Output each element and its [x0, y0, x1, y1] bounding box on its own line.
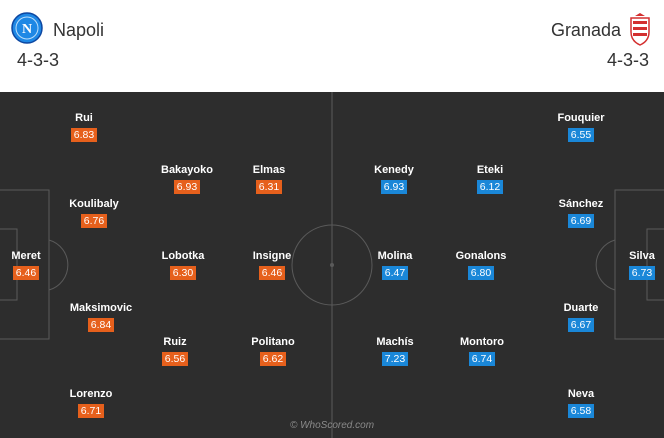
player-lorenzo[interactable]: Lorenzo 6.71	[51, 388, 131, 419]
player-rating: 6.67	[567, 318, 595, 332]
svg-text:N: N	[22, 22, 32, 37]
player-machis[interactable]: Machís 7.23	[355, 336, 435, 367]
player-name: Bakayoko	[161, 164, 213, 176]
player-name: Fouquier	[557, 112, 605, 124]
player-name: Lorenzo	[69, 388, 113, 400]
player-name: Sánchez	[558, 198, 604, 210]
player-rating: 6.58	[567, 404, 595, 418]
player-rating: 6.55	[567, 128, 595, 142]
player-rating: 6.73	[628, 266, 656, 280]
player-name: Kenedy	[374, 164, 414, 176]
home-formation: 4-3-3	[17, 50, 60, 70]
player-name: Montoro	[460, 336, 504, 348]
player-rating: 6.47	[381, 266, 409, 280]
player-rating: 6.74	[468, 352, 496, 366]
home-team-name[interactable]: Napoli	[53, 20, 105, 40]
granada-crest-icon[interactable]	[628, 12, 652, 46]
player-rating: 6.62	[259, 352, 287, 366]
player-name: Koulibaly	[69, 198, 119, 210]
player-silva[interactable]: Silva 6.73	[602, 250, 664, 281]
player-maksimovic[interactable]: Maksimovic 6.84	[61, 302, 141, 333]
player-insigne[interactable]: Insigne 6.46	[232, 250, 312, 281]
player-rating: 6.69	[567, 214, 595, 228]
player-name: Politano	[251, 336, 295, 348]
player-elmas[interactable]: Elmas 6.31	[229, 164, 309, 195]
pitch-markings	[0, 92, 664, 438]
player-kenedy[interactable]: Kenedy 6.93	[354, 164, 434, 195]
player-name: Machís	[376, 336, 414, 348]
player-koulibaly[interactable]: Koulibaly 6.76	[54, 198, 134, 229]
player-neva[interactable]: Neva 6.58	[541, 388, 621, 419]
player-rating: 6.84	[87, 318, 115, 332]
player-name: Insigne	[252, 250, 292, 262]
player-rui[interactable]: Rui 6.83	[44, 112, 124, 143]
player-duarte[interactable]: Duarte 6.67	[541, 302, 621, 333]
player-name: Lobotka	[161, 250, 205, 262]
player-rating: 6.83	[70, 128, 98, 142]
player-bakayoko[interactable]: Bakayoko 6.93	[147, 164, 227, 195]
player-rating: 7.23	[381, 352, 409, 366]
pitch: Rui 6.83 Koulibaly 6.76 Meret 6.46 Maksi…	[0, 92, 664, 438]
player-gonalons[interactable]: Gonalons 6.80	[441, 250, 521, 281]
player-name: Duarte	[563, 302, 599, 314]
player-rating: 6.76	[80, 214, 108, 228]
player-eteki[interactable]: Eteki 6.12	[450, 164, 530, 195]
player-name: Meret	[11, 250, 41, 262]
player-name: Elmas	[252, 164, 286, 176]
away-team-name[interactable]: Granada	[550, 20, 621, 40]
player-name: Silva	[629, 250, 655, 262]
match-header: N Napoli 4-3-3 Granada 4-3-3	[0, 0, 664, 92]
player-molina[interactable]: Molina 6.47	[355, 250, 435, 281]
player-name: Ruiz	[163, 336, 187, 348]
player-rating: 6.46	[258, 266, 286, 280]
player-rating: 6.30	[169, 266, 197, 280]
player-rating: 6.56	[161, 352, 189, 366]
watermark: © WhoScored.com	[289, 420, 375, 431]
player-fouquier[interactable]: Fouquier 6.55	[541, 112, 621, 143]
player-name: Molina	[377, 250, 413, 262]
player-ruiz[interactable]: Ruiz 6.56	[135, 336, 215, 367]
player-lobotka[interactable]: Lobotka 6.30	[143, 250, 223, 281]
player-name: Neva	[567, 388, 595, 400]
player-rating: 6.12	[476, 180, 504, 194]
player-rating: 6.31	[255, 180, 283, 194]
player-rating: 6.80	[467, 266, 495, 280]
player-rating: 6.93	[173, 180, 201, 194]
player-name: Rui	[75, 112, 93, 124]
player-rating: 6.71	[77, 404, 105, 418]
napoli-badge-icon[interactable]: N	[11, 12, 43, 44]
player-name: Gonalons	[455, 250, 507, 262]
player-rating: 6.93	[380, 180, 408, 194]
player-meret[interactable]: Meret 6.46	[0, 250, 66, 281]
player-montoro[interactable]: Montoro 6.74	[442, 336, 522, 367]
player-name: Eteki	[476, 164, 504, 176]
away-formation: 4-3-3	[606, 50, 649, 70]
player-sanchez[interactable]: Sánchez 6.69	[541, 198, 621, 229]
player-name: Maksimovic	[69, 302, 133, 314]
player-politano[interactable]: Politano 6.62	[233, 336, 313, 367]
player-rating: 6.46	[12, 266, 40, 280]
